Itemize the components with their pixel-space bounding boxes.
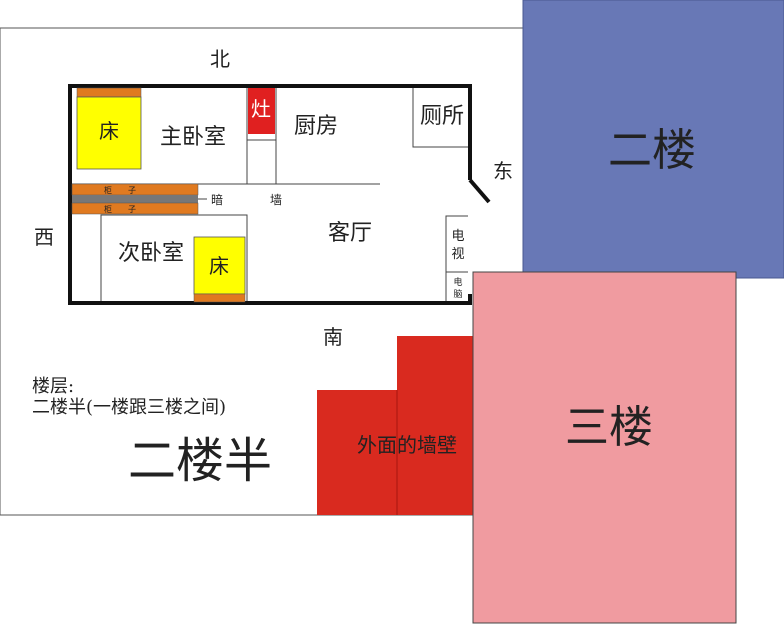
outer-wall-label: 外面的墙壁	[357, 433, 457, 457]
kitchen-label: 厨房	[294, 114, 338, 139]
living-room-label: 客厅	[328, 221, 372, 246]
third-floor-label: 三楼	[565, 402, 653, 453]
second-bed-pillow	[193, 293, 246, 303]
computer-label-1: 电	[453, 276, 462, 288]
tv-label-2: 视	[451, 247, 464, 262]
toilet-label: 厕所	[420, 104, 464, 129]
floor-info-description: 二楼半(一楼跟三楼之间)	[32, 397, 226, 418]
stove	[248, 88, 275, 134]
cabinet-lower	[71, 202, 199, 215]
second-floor-label: 二楼	[608, 125, 696, 176]
master-bed	[76, 96, 142, 170]
third-floor-panel	[472, 271, 737, 624]
outer-wall-block	[317, 336, 473, 515]
east-label: 东	[493, 159, 513, 183]
stove-label: 灶	[251, 97, 271, 121]
cabinet-upper-label: 柜 子	[104, 185, 136, 195]
floor-big-label: 二楼半	[128, 433, 272, 489]
west-label: 西	[34, 225, 54, 249]
cabinet-lower-label: 柜 子	[104, 204, 136, 214]
hidden-wall-char-1: 暗	[211, 192, 223, 207]
floor-info-label: 楼层:	[32, 376, 74, 397]
outer-wall-outline	[68, 84, 472, 305]
hidden-wall-char-2: 墙	[270, 193, 282, 207]
master-bed-label: 床	[99, 119, 119, 143]
second-floor-panel	[522, 0, 784, 279]
south-label: 南	[323, 325, 343, 349]
second-bedroom-label: 次卧室	[118, 241, 184, 266]
north-label: 北	[210, 47, 230, 71]
master-bedroom-label: 主卧室	[160, 125, 226, 150]
tv-label-1: 电	[451, 229, 464, 244]
second-bed-label: 床	[209, 254, 229, 278]
cabinet-separator	[72, 195, 198, 203]
east-door-swing	[468, 178, 491, 204]
master-bed-pillow	[76, 87, 142, 98]
computer-label-2: 脑	[453, 288, 462, 300]
